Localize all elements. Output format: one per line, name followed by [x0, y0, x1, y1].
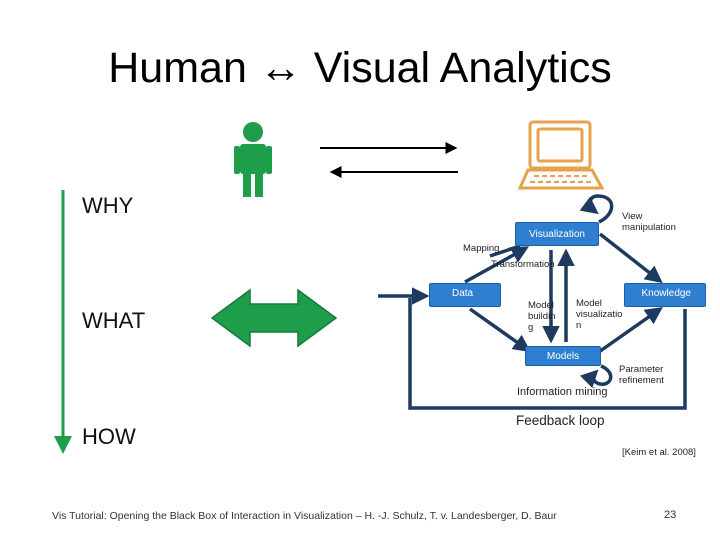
- node-visualization: Visualization: [515, 222, 599, 246]
- slide-title: Human ↔ Visual Analytics: [108, 44, 612, 92]
- what-double-arrow: [210, 288, 338, 348]
- page-number: 23: [664, 509, 677, 521]
- label-transformation: Transformation: [491, 259, 555, 270]
- label-parameter-refinement: Parameter refinement: [619, 364, 664, 386]
- node-knowledge: Knowledge: [624, 283, 706, 307]
- label-feedback-loop: Feedback loop: [516, 413, 605, 428]
- label-model-visualization: Model visualizatio n: [576, 298, 623, 331]
- why-how-axis: [54, 190, 72, 454]
- computer-icon: [517, 120, 605, 190]
- label-information-mining: Information mining: [517, 386, 608, 398]
- slide-footer: Vis Tutorial: Opening the Black Box of I…: [52, 510, 557, 522]
- citation: [Keim et al. 2008]: [622, 447, 696, 458]
- node-data: Data: [429, 283, 501, 307]
- label-view-manipulation: View manipulation: [622, 211, 676, 233]
- label-mapping: Mapping: [463, 243, 500, 254]
- label-model-building: Model buildin g: [528, 300, 556, 333]
- label-how: HOW: [82, 424, 136, 449]
- interaction-arrows: [320, 142, 458, 178]
- label-what: WHAT: [82, 308, 146, 333]
- person-icon: [234, 122, 272, 197]
- label-why: WHY: [82, 193, 134, 218]
- process-arrows: [378, 194, 687, 410]
- node-models: Models: [525, 346, 601, 366]
